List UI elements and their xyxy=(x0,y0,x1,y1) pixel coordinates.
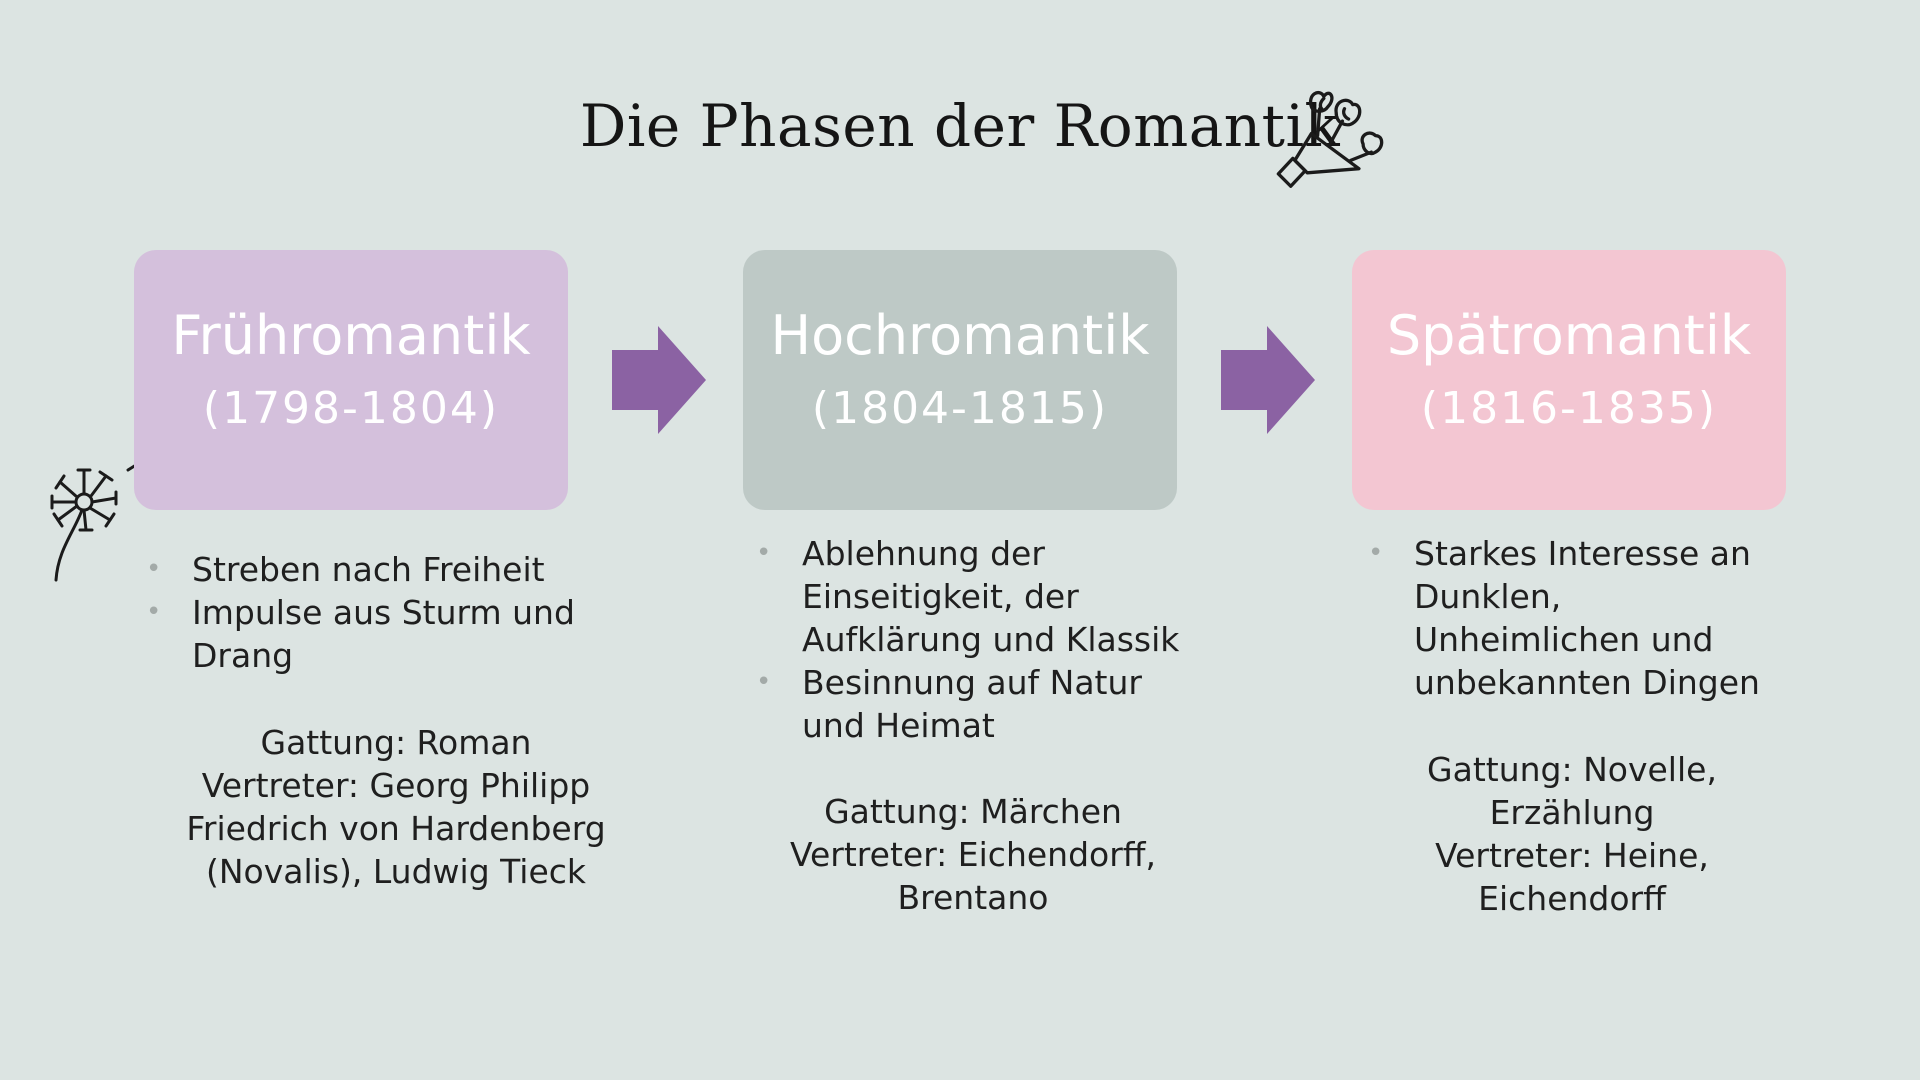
arrow-right-icon xyxy=(612,326,706,434)
bullet-list-hochromantik: Ablehnung der Einseitigkeit, der Aufklär… xyxy=(756,532,1196,747)
bullet-list-spaetromantik: Starkes Interesse an Dunklen, Unheimlich… xyxy=(1368,532,1768,704)
info-hochromantik: Gattung: Märchen Vertreter: Eichendorff,… xyxy=(748,790,1198,919)
bullet-list-fruehromantik: Streben nach Freiheit Impulse aus Sturm … xyxy=(146,548,586,677)
info-line: Brentano xyxy=(897,878,1049,917)
info-line: (Novalis), Ludwig Tieck xyxy=(205,852,586,891)
phase-years: (1804-1815) xyxy=(811,383,1109,434)
page-title: Die Phasen der Romantik xyxy=(579,92,1341,160)
info-line: Eichendorff xyxy=(1478,879,1666,918)
phase-name: Hochromantik xyxy=(770,304,1150,367)
info-line: Gattung: Novelle, xyxy=(1427,750,1717,789)
list-item: Ablehnung der Einseitigkeit, der Aufklär… xyxy=(756,532,1196,661)
info-line: Gattung: Märchen xyxy=(824,792,1122,831)
info-line: Friedrich von Hardenberg xyxy=(186,809,606,848)
phase-box-spaetromantik: Spätromantik (1816-1835) xyxy=(1352,250,1786,510)
phase-box-fruehromantik: Frühromantik (1798-1804) xyxy=(134,250,568,510)
phase-years: (1816-1835) xyxy=(1420,383,1718,434)
info-line: Gattung: Roman xyxy=(260,723,532,762)
list-item: Besinnung auf Natur und Heimat xyxy=(756,661,1196,747)
info-spaetromantik: Gattung: Novelle, Erzählung Vertreter: H… xyxy=(1372,748,1772,920)
list-item: Starkes Interesse an Dunklen, Unheimlich… xyxy=(1368,532,1768,704)
list-item: Streben nach Freiheit xyxy=(146,548,586,591)
info-line: Vertreter: Heine, xyxy=(1435,836,1709,875)
phase-box-hochromantik: Hochromantik (1804-1815) xyxy=(743,250,1177,510)
phase-years: (1798-1804) xyxy=(202,383,500,434)
info-line: Vertreter: Georg Philipp xyxy=(201,766,591,805)
bouquet-icon xyxy=(1276,91,1384,188)
info-line: Vertreter: Eichendorff, xyxy=(789,835,1157,874)
phase-name: Frühromantik xyxy=(171,304,531,367)
arrow-right-icon xyxy=(1221,326,1315,434)
phase-name: Spätromantik xyxy=(1386,304,1752,367)
info-fruehromantik: Gattung: Roman Vertreter: Georg Philipp … xyxy=(156,721,636,893)
info-line: Erzählung xyxy=(1489,793,1655,832)
list-item: Impulse aus Sturm und Drang xyxy=(146,591,586,677)
